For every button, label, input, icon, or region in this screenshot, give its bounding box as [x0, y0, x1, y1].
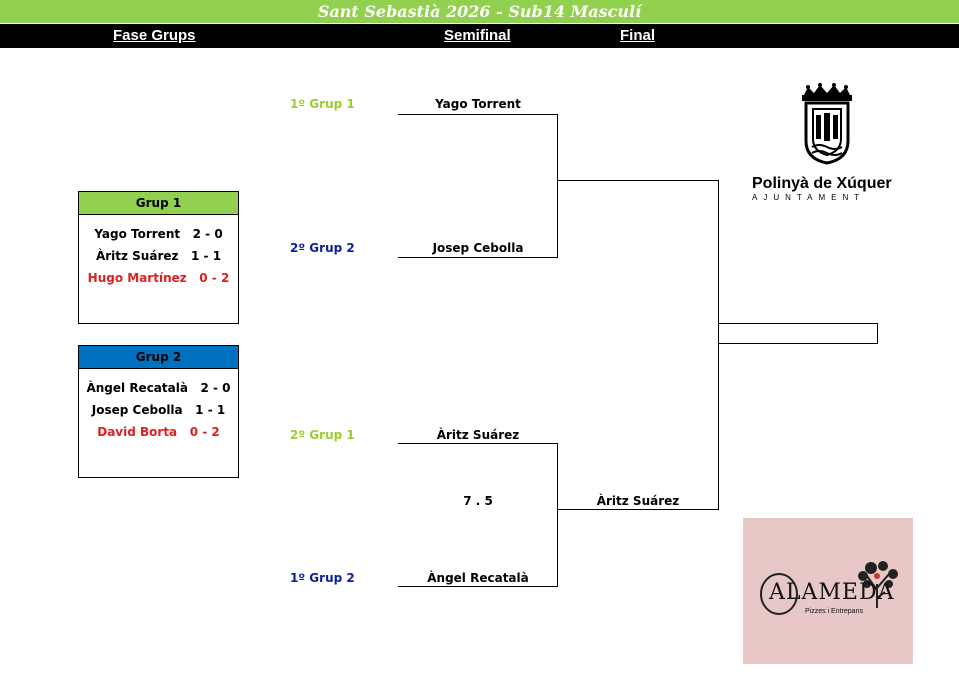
bracket-line [558, 180, 718, 181]
group-2-box: Grup 2 Àngel Recatalà 2 - 0 Josep Ceboll… [78, 345, 239, 478]
seed-2-label: 2º Grup 2 [290, 241, 355, 255]
semifinal-bottom-a: Àritz Suárez [436, 428, 520, 442]
sponsor-alameda-name: ALAMEDA [769, 580, 895, 605]
semifinal-bottom-score: 7 . 5 [463, 494, 493, 508]
semifinal-bottom-b: Àngel Recatalà [427, 571, 529, 585]
seed-1-label: 1º Grup 1 [290, 97, 355, 111]
champion-box [718, 323, 878, 344]
sponsor-polinya-logo: Polinyà de Xúquer AJUNTAMENT [752, 83, 902, 203]
crest-icon [802, 83, 852, 165]
bracket-line [398, 114, 558, 115]
sponsor-polinya-sub: AJUNTAMENT [752, 193, 866, 202]
group-2-title: Grup 2 [79, 346, 238, 369]
final-bottom: Àritz Suárez [596, 494, 680, 508]
seed-4-label: 1º Grup 2 [290, 571, 355, 585]
bracket-line [558, 509, 718, 510]
sponsor-alameda-sub: Pizzes i Entrepans [805, 608, 863, 615]
group-1-box: Grup 1 Yago Torrent 2 - 0 Àritz Suárez 1… [78, 191, 239, 324]
seed-3-label: 2º Grup 1 [290, 428, 355, 442]
bracket-line [398, 443, 558, 444]
semifinal-top-b: Josep Cebolla [432, 241, 524, 255]
group-1-title: Grup 1 [79, 192, 238, 215]
group-1-row: Yago Torrent 2 - 0 [94, 227, 223, 241]
sponsor-polinya-name: Polinyà de Xúquer [752, 175, 892, 192]
header-semifinal: Semifinal [444, 27, 511, 44]
header-groups: Fase Grups [113, 27, 196, 44]
page-title: Sant Sebastià 2026 - Sub14 Masculí [0, 0, 959, 23]
group-1-row: Hugo Martínez 0 - 2 [87, 271, 230, 285]
group-2-row: Àngel Recatalà 2 - 0 [86, 381, 231, 395]
bracket-line [718, 180, 719, 510]
bracket-line [557, 114, 558, 258]
tree-icon [760, 561, 898, 615]
bracket-line [557, 443, 558, 587]
group-2-row: David Borta 0 - 2 [97, 425, 220, 439]
header-final: Final [620, 27, 656, 44]
bracket-line [398, 586, 558, 587]
header-bar [0, 24, 959, 48]
bracket-line [398, 257, 558, 258]
sponsor-alameda-logo: ALAMEDA Pizzes i Entrepans [743, 518, 913, 664]
semifinal-top-a: Yago Torrent [435, 97, 521, 111]
group-2-row: Josep Cebolla 1 - 1 [91, 403, 226, 417]
group-1-row: Àritz Suárez 1 - 1 [95, 249, 222, 263]
